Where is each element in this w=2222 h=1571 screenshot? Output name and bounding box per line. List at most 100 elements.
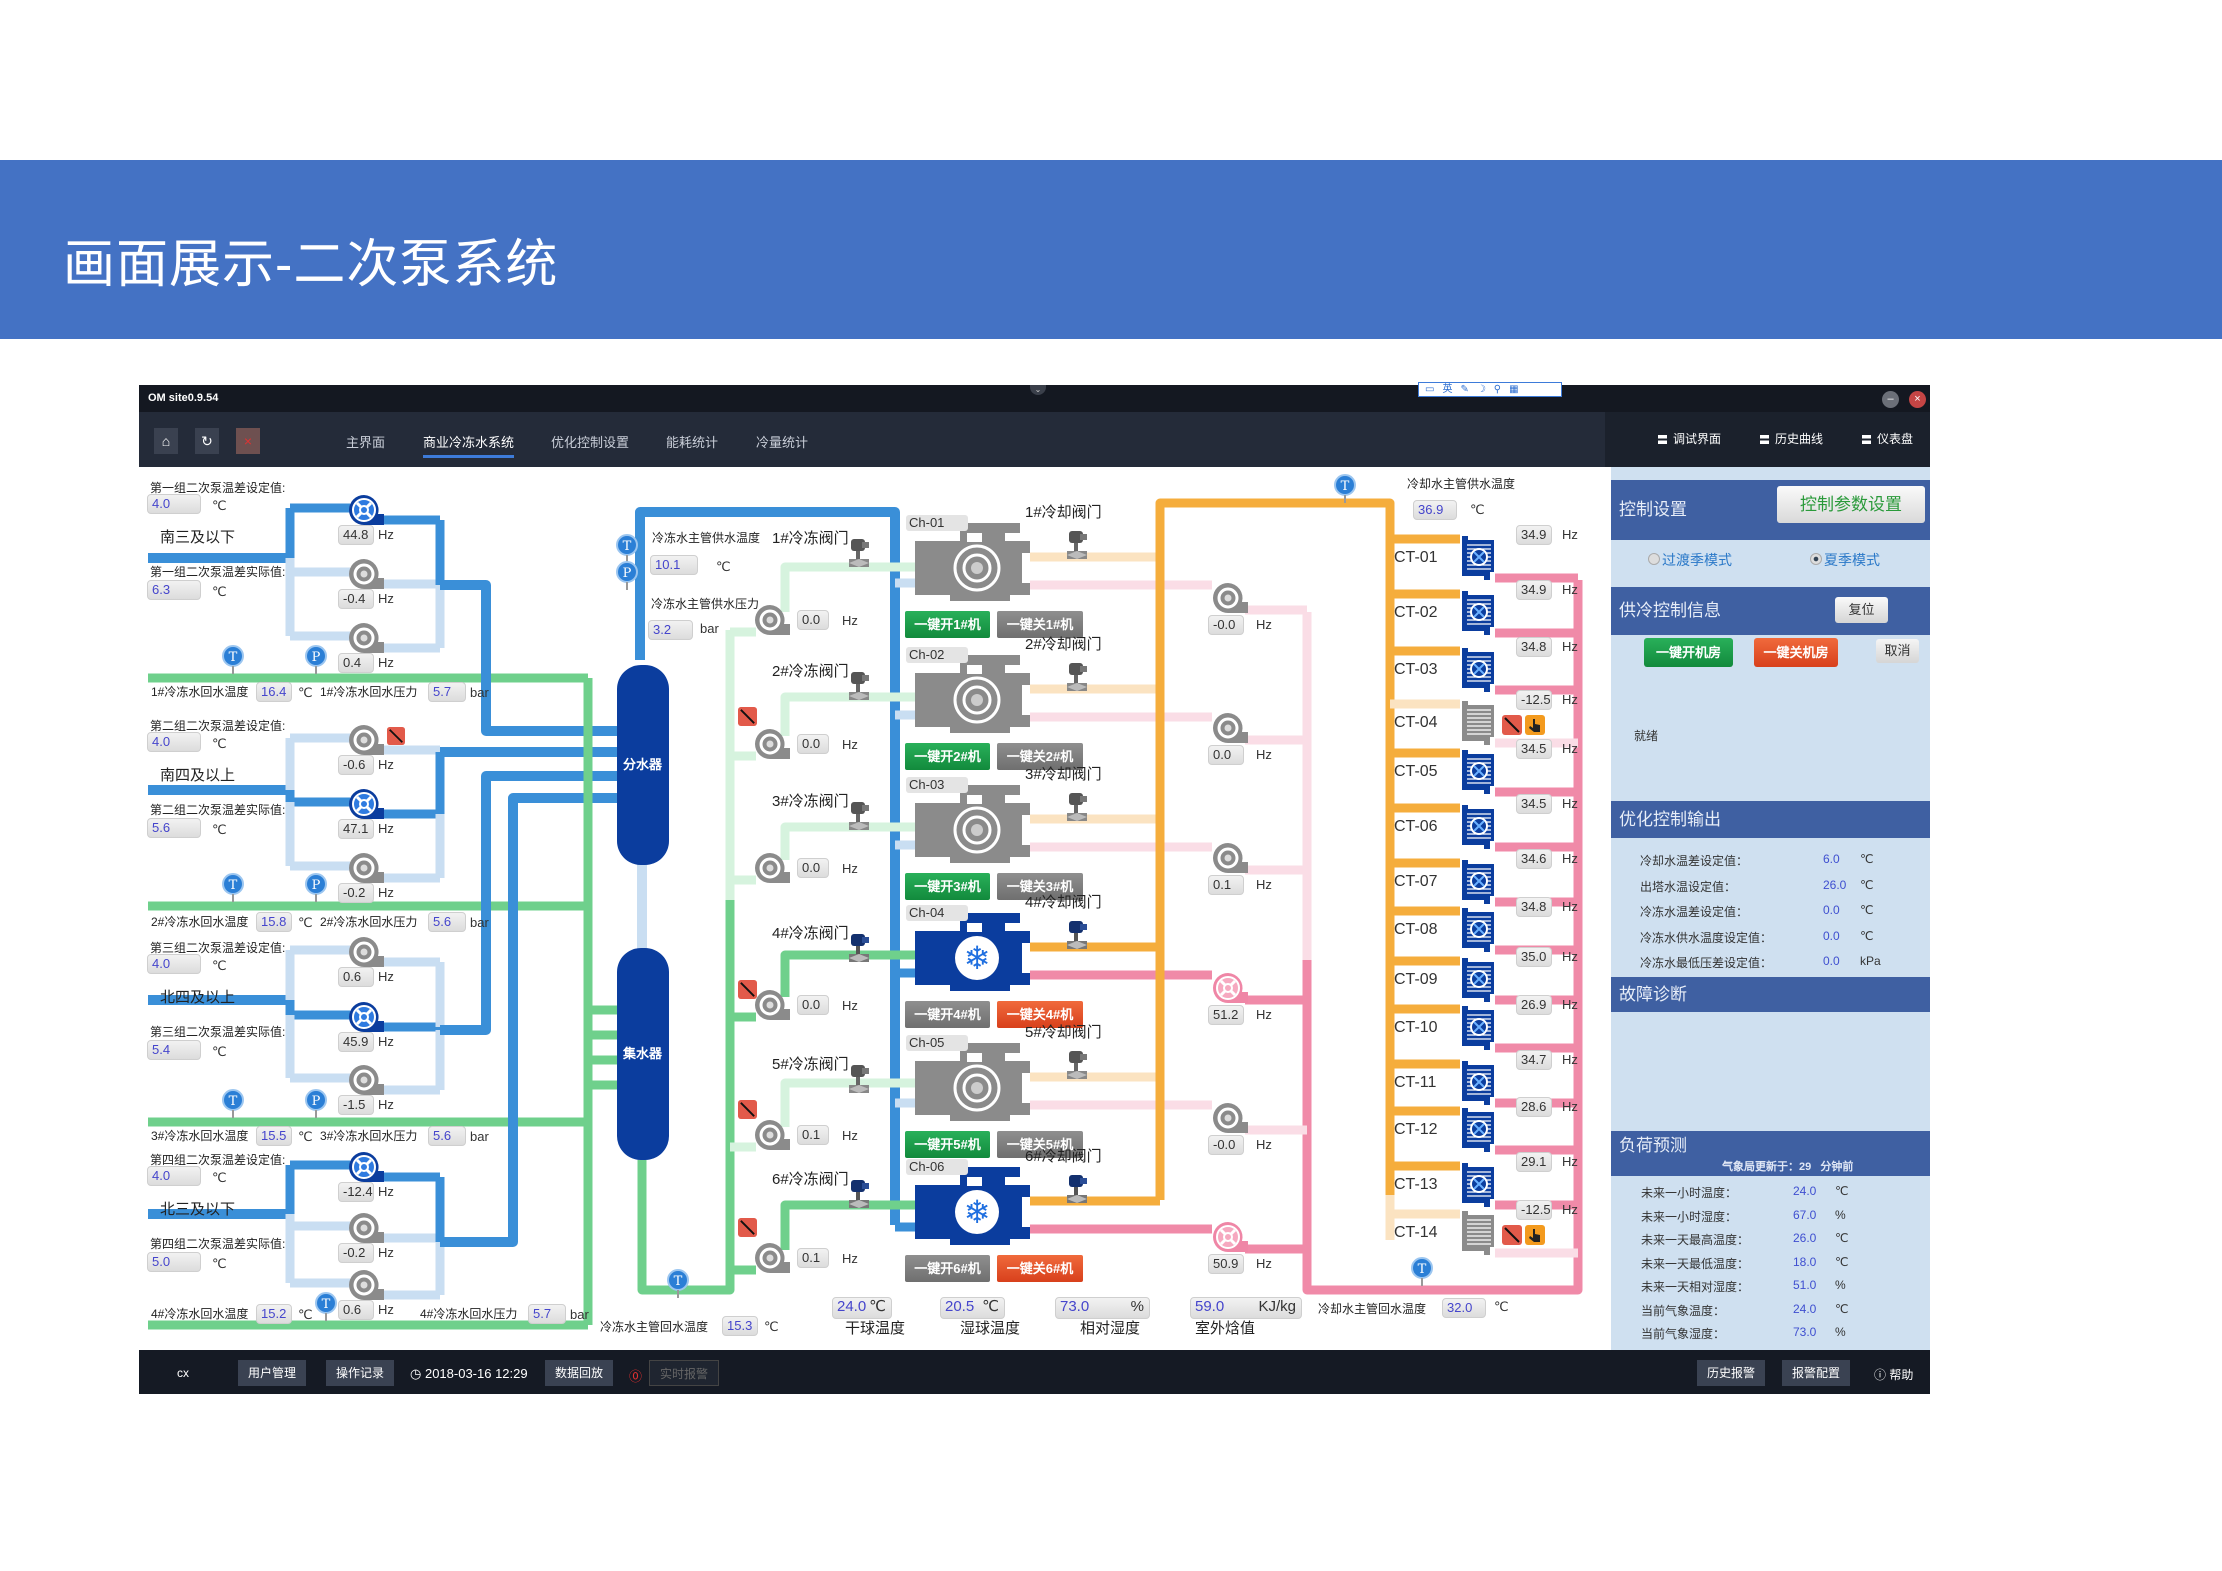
manual-mode-icon[interactable] — [1525, 715, 1545, 735]
temp-diff-setpoint-input[interactable]: 4.0 — [147, 954, 201, 974]
chiller-icon[interactable] — [910, 523, 1030, 603]
chilled-valve-icon[interactable] — [849, 934, 869, 962]
stop-plant-button[interactable]: 一键关机房 — [1754, 638, 1838, 667]
chiller-start-button[interactable]: 一键开3#机 — [905, 873, 990, 900]
secondary-pump-icon[interactable] — [347, 1268, 386, 1302]
secondary-pump-icon[interactable] — [347, 1000, 386, 1034]
mode-transition-radio[interactable]: 过渡季模式 — [1648, 550, 1732, 570]
chiller-stop-button[interactable]: 一键关6#机 — [997, 1255, 1083, 1282]
chiller-icon[interactable] — [910, 913, 1030, 991]
cooling-tower-icon[interactable] — [1461, 1061, 1495, 1105]
temp-diff-setpoint-input[interactable]: 4.0 — [147, 732, 201, 752]
reset-button[interactable]: 复位 — [1835, 597, 1888, 623]
tab-main[interactable]: 主界面 — [346, 435, 386, 450]
chiller-icon[interactable] — [910, 785, 1030, 865]
temp-diff-setpoint-input[interactable]: 4.0 — [147, 1166, 201, 1186]
chiller-stop-button[interactable]: 一键关3#机 — [997, 873, 1083, 900]
cooling-tower-icon[interactable] — [1461, 958, 1495, 1002]
cooling-tower-icon[interactable] — [1461, 591, 1495, 635]
cooling-tower-icon[interactable] — [1461, 648, 1495, 692]
pump-fault-alarm-icon[interactable] — [738, 980, 757, 999]
alarm-config-button[interactable]: 报警配置 — [1782, 1360, 1851, 1386]
tab-cooling-stats[interactable]: 冷量统计 — [756, 435, 809, 450]
nav-history-curve[interactable]: 历史曲线 — [1760, 430, 1823, 447]
chiller-icon[interactable] — [910, 1043, 1030, 1123]
cooling-valve-icon[interactable] — [1067, 1175, 1087, 1203]
start-plant-button[interactable]: 一键开机房 — [1644, 638, 1733, 667]
cancel-button[interactable]: 取消 — [1876, 639, 1919, 663]
secondary-pump-icon[interactable] — [347, 935, 386, 969]
data-playback-button[interactable]: 数据回放 — [545, 1360, 614, 1386]
chiller-icon[interactable] — [910, 1167, 1030, 1245]
pump-fault-alarm-icon[interactable] — [738, 1100, 757, 1119]
cooling-valve-icon[interactable] — [1067, 921, 1087, 949]
secondary-pump-icon[interactable] — [347, 557, 386, 591]
condenser-pump-icon[interactable] — [1211, 711, 1250, 745]
chiller-start-button[interactable]: 一键开6#机 — [905, 1255, 990, 1282]
secondary-pump-icon[interactable] — [347, 621, 386, 655]
secondary-pump-icon[interactable] — [347, 851, 386, 885]
chiller-start-button[interactable]: 一键开2#机 — [905, 743, 990, 770]
cooling-valve-icon[interactable] — [1067, 1051, 1087, 1079]
tab-energy-stats[interactable]: 能耗统计 — [666, 435, 719, 450]
condenser-pump-icon[interactable] — [1211, 581, 1250, 615]
condenser-pump-icon[interactable] — [1211, 1101, 1250, 1135]
tab-optimization-settings[interactable]: 优化控制设置 — [551, 435, 630, 450]
cooling-tower-icon[interactable] — [1461, 1108, 1495, 1152]
pump-fault-alarm-icon[interactable] — [738, 707, 757, 726]
secondary-pump-icon[interactable] — [347, 787, 386, 821]
chilled-valve-icon[interactable] — [849, 802, 869, 830]
secondary-pump-icon[interactable] — [347, 723, 386, 757]
cooling-tower-icon[interactable] — [1461, 701, 1495, 745]
pump-fault-alarm-icon[interactable] — [387, 727, 405, 745]
refresh-button[interactable]: ↻ — [195, 428, 219, 454]
chiller-start-button[interactable]: 一键开5#机 — [905, 1131, 990, 1158]
secondary-pump-icon[interactable] — [347, 493, 386, 527]
chiller-start-button[interactable]: 一键开4#机 — [905, 1001, 990, 1028]
home-button[interactable]: ⌂ — [154, 428, 178, 454]
manual-mode-icon[interactable] — [1525, 1225, 1545, 1245]
condenser-pump-icon[interactable] — [1211, 1220, 1250, 1254]
cooling-tower-icon[interactable] — [1461, 1006, 1495, 1050]
chiller-stop-button[interactable]: 一键关4#机 — [997, 1001, 1083, 1028]
cooling-tower-icon[interactable] — [1461, 860, 1495, 904]
mode-summer-radio[interactable]: 夏季模式 — [1810, 550, 1880, 570]
chiller-icon[interactable] — [910, 655, 1030, 735]
chiller-stop-button[interactable]: 一键关5#机 — [997, 1131, 1083, 1158]
user-management-button[interactable]: 用户管理 — [238, 1360, 307, 1386]
cooling-valve-icon[interactable] — [1067, 793, 1087, 821]
history-alarm-button[interactable]: 历史报警 — [1697, 1360, 1766, 1386]
tab-commercial-chilled-water[interactable]: 商业冷冻水系统 — [423, 432, 515, 458]
chilled-valve-icon[interactable] — [849, 672, 869, 700]
cooling-tower-icon[interactable] — [1461, 536, 1495, 580]
cooling-valve-icon[interactable] — [1067, 531, 1087, 559]
floating-toolbar[interactable]: ▭英✎☽⚲▦ — [1418, 382, 1562, 397]
tower-fault-alarm-icon[interactable] — [1502, 1225, 1522, 1245]
cooling-valve-icon[interactable] — [1067, 663, 1087, 691]
stop-button[interactable]: × — [236, 428, 260, 454]
chilled-valve-icon[interactable] — [849, 539, 869, 567]
secondary-pump-icon[interactable] — [347, 1150, 386, 1184]
cooling-tower-icon[interactable] — [1461, 1163, 1495, 1207]
nav-debug[interactable]: 调试界面 — [1658, 430, 1721, 447]
cooling-tower-icon[interactable] — [1461, 1211, 1495, 1255]
cooling-tower-icon[interactable] — [1461, 750, 1495, 794]
minimize-button[interactable]: – — [1882, 391, 1899, 408]
operation-log-button[interactable]: 操作记录 — [326, 1360, 395, 1386]
realtime-alarm-button[interactable]: 实时报警 — [649, 1360, 720, 1386]
chiller-stop-button[interactable]: 一键关1#机 — [997, 611, 1083, 638]
cooling-tower-icon[interactable] — [1461, 908, 1495, 952]
secondary-pump-icon[interactable] — [347, 1063, 386, 1097]
close-button[interactable]: × — [1909, 391, 1926, 408]
chilled-valve-icon[interactable] — [849, 1180, 869, 1208]
tower-fault-alarm-icon[interactable] — [1502, 715, 1522, 735]
condenser-pump-icon[interactable] — [1211, 841, 1250, 875]
chiller-stop-button[interactable]: 一键关2#机 — [997, 743, 1083, 770]
condenser-pump-icon[interactable] — [1211, 971, 1250, 1005]
chiller-start-button[interactable]: 一键开1#机 — [905, 611, 990, 638]
control-params-button[interactable]: 控制参数设置 — [1777, 486, 1925, 523]
collapse-chevron-icon[interactable]: ⌄ — [1030, 385, 1046, 395]
pump-fault-alarm-icon[interactable] — [738, 1218, 757, 1237]
help-button[interactable]: ⓘ 帮助 — [1874, 1366, 1913, 1383]
nav-dashboard[interactable]: 仪表盘 — [1862, 430, 1913, 447]
